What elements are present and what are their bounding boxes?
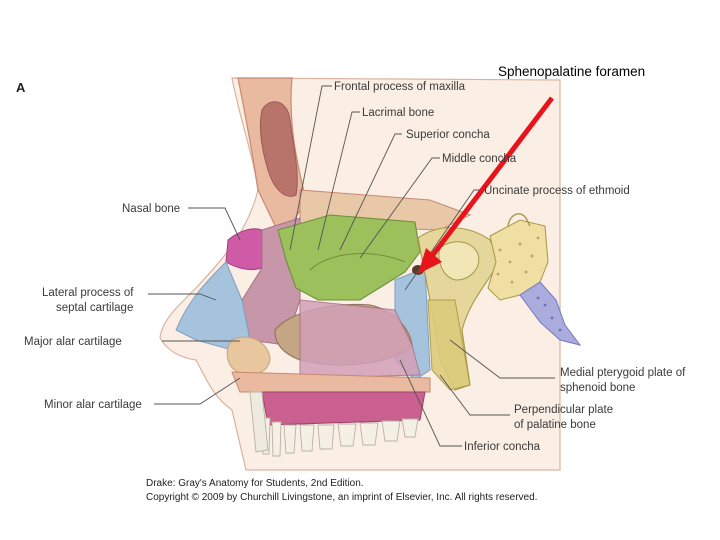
frontal-sinus: [259, 101, 298, 197]
label-frontal-process: Frontal process of maxilla: [334, 81, 466, 93]
label-lacrimal-bone: Lacrimal bone: [362, 107, 434, 119]
label-superior-concha: Superior concha: [406, 129, 490, 141]
pterygoid-plate-shape: [519, 281, 582, 346]
label-medial-pterygoid-line2: sphenoid bone: [560, 382, 635, 394]
palate-band: [231, 371, 431, 393]
label-perpendicular-plate-line1: Perpendicular plate: [514, 404, 613, 416]
concha-fold: [309, 253, 406, 271]
panel-letter: A: [16, 80, 26, 95]
dorsum-sellae: [507, 213, 531, 227]
pointer-arrow: [418, 96, 554, 274]
slide-title: Sphenopalatine foramen: [498, 64, 645, 79]
label-inferior-concha: Inferior concha: [464, 441, 541, 453]
maxilla-lower-shape: [299, 299, 421, 379]
credit-line-2: Copyright © 2009 by Churchill Livingston…: [146, 492, 537, 503]
label-minor-alar: Minor alar cartilage: [44, 399, 142, 411]
perpendicular-plate-shape: [427, 299, 471, 391]
label-major-alar: Major alar cartilage: [24, 336, 122, 348]
label-nasal-bone: Nasal bone: [122, 203, 180, 215]
label-lateral-process-line1: Lateral process of: [42, 287, 134, 299]
nasal-bone-shape: [225, 228, 267, 271]
bone-speckles: [496, 236, 562, 332]
nasal-cavity-illustration: [159, 77, 582, 471]
oral-cavity-shape: [261, 391, 426, 426]
green-concha-shape: [277, 214, 421, 301]
label-middle-concha: Middle concha: [442, 153, 517, 165]
sphenoid-sinus: [438, 241, 480, 281]
credit-line-1: Drake: Gray's Anatomy for Students, 2nd …: [146, 478, 364, 489]
label-lateral-process-line2: septal cartilage: [56, 302, 133, 314]
label-medial-pterygoid-line1: Medial pterygoid plate of: [560, 367, 686, 379]
label-perpendicular-plate-line2: of palatine bone: [514, 419, 596, 431]
incisor-column: [249, 391, 269, 453]
label-uncinate-process: Uncinate process of ethmoid: [484, 185, 630, 197]
